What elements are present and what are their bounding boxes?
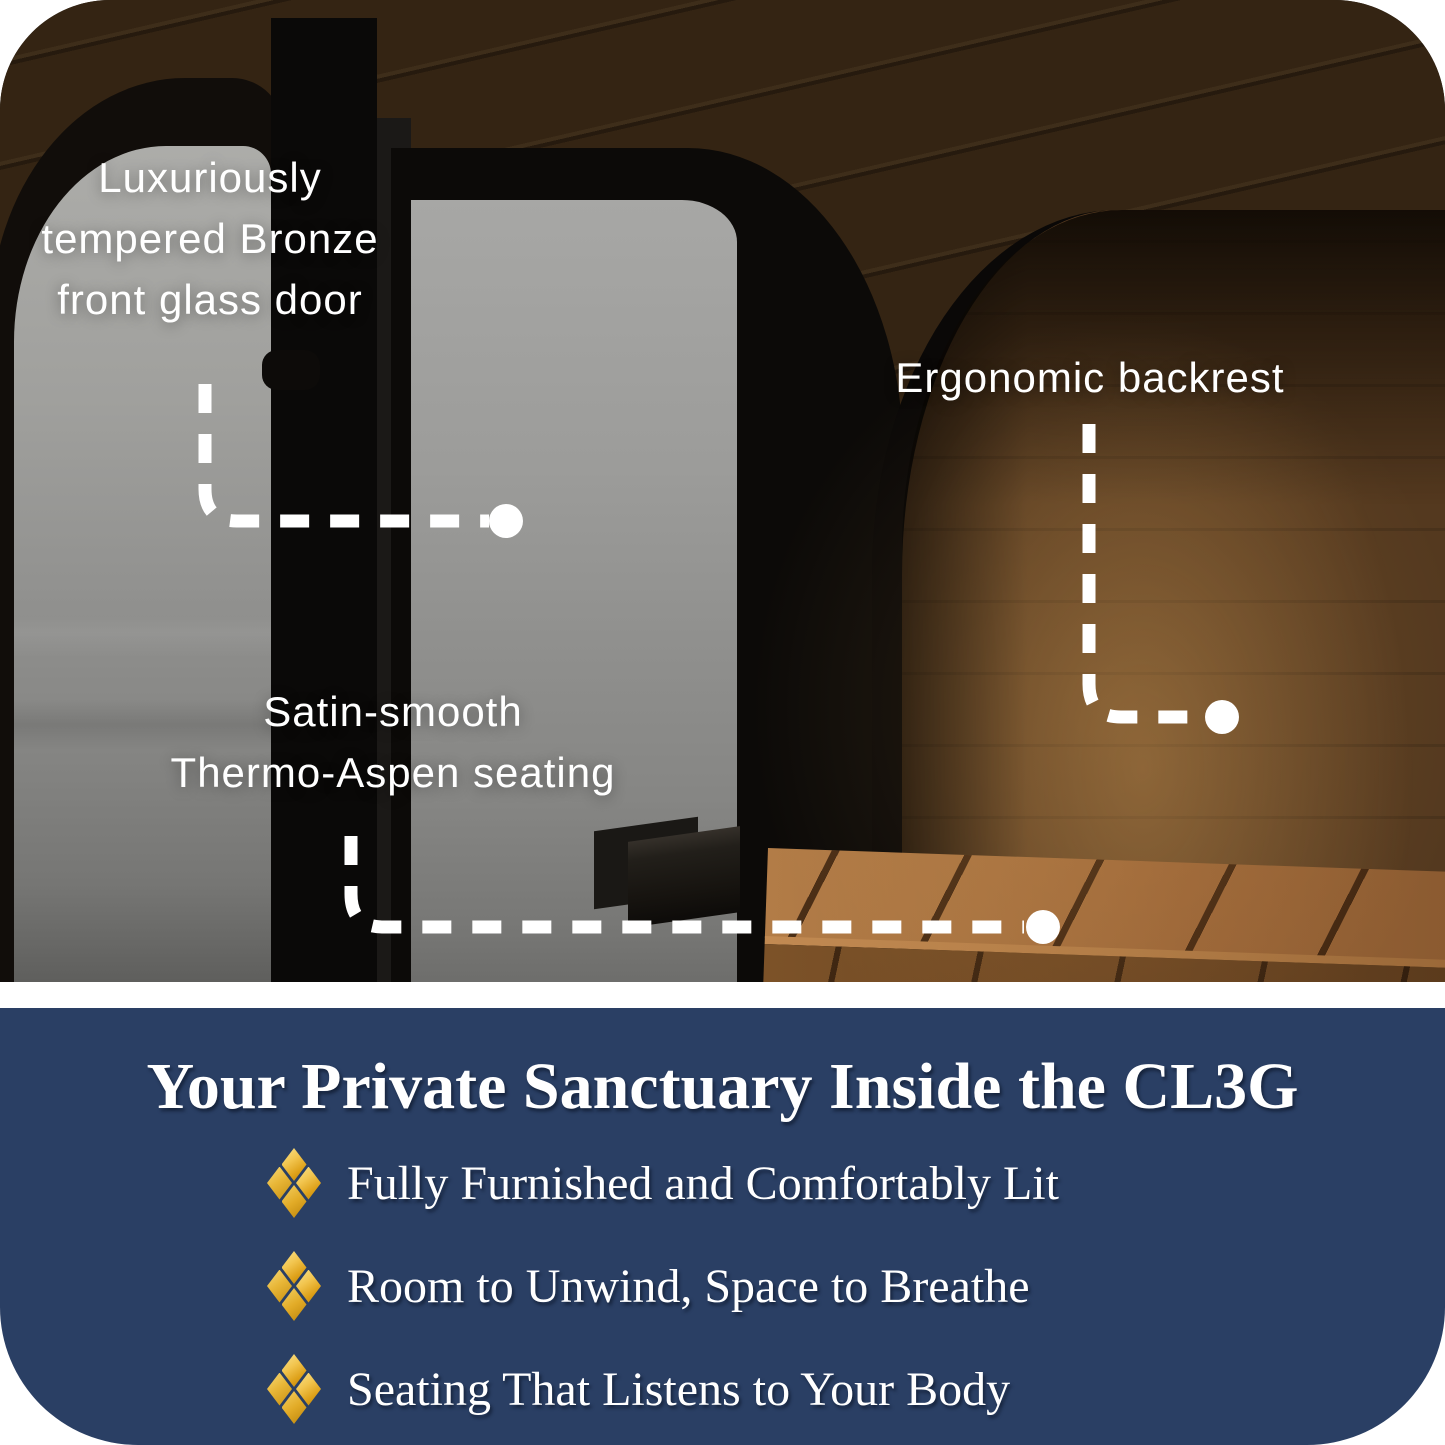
panel-title: Your Private Sanctuary Inside the CL3G bbox=[146, 1050, 1299, 1123]
seating-callout-label-line2: Thermo-Aspen seating bbox=[170, 749, 616, 796]
feature-list: Fully Furnished and Comfortably Lit Room… bbox=[0, 1148, 1445, 1424]
backrest-callout-label-text: Ergonomic backrest bbox=[895, 354, 1285, 401]
seating-callout-label: Satin-smooth Thermo-Aspen seating bbox=[93, 681, 693, 803]
wood-wall bbox=[872, 210, 1445, 982]
feature-item-label: Room to Unwind, Space to Breathe bbox=[347, 1259, 1030, 1313]
door-callout-dot bbox=[489, 504, 523, 538]
arched-window-glass bbox=[14, 146, 271, 982]
door-callout-label-line2: tempered Bronze bbox=[41, 215, 379, 262]
sauna-interior-photo: Luxuriously tempered Bronze front glass … bbox=[0, 0, 1445, 982]
backrest-callout-label: Ergonomic backrest bbox=[795, 347, 1385, 408]
gold-diamonds-icon bbox=[267, 1354, 321, 1424]
door-callout-line bbox=[198, 384, 489, 528]
door-callout-label-line1: Luxuriously bbox=[98, 154, 322, 201]
door-mullion bbox=[271, 18, 377, 982]
seating-callout-line bbox=[344, 836, 1024, 934]
seating-callout-label-line1: Satin-smooth bbox=[263, 688, 523, 735]
callout-connector-lines bbox=[198, 384, 1239, 944]
backrest-callout-dot bbox=[1205, 700, 1239, 734]
gold-diamonds-icon bbox=[267, 1148, 321, 1218]
feature-item: Room to Unwind, Space to Breathe bbox=[267, 1251, 1445, 1321]
feature-item: Fully Furnished and Comfortably Lit bbox=[267, 1148, 1445, 1218]
feature-item-label: Fully Furnished and Comfortably Lit bbox=[347, 1156, 1059, 1210]
info-panel: Your Private Sanctuary Inside the CL3G F… bbox=[0, 1008, 1445, 1445]
door-hinge bbox=[262, 350, 320, 390]
feature-item-label: Seating That Listens to Your Body bbox=[347, 1362, 1011, 1416]
white-divider bbox=[0, 982, 1445, 1008]
feature-item: Seating That Listens to Your Body bbox=[267, 1354, 1445, 1424]
door-callout-label-line3: front glass door bbox=[57, 276, 363, 323]
seating-callout-dot bbox=[1026, 910, 1060, 944]
gold-diamonds-icon bbox=[267, 1251, 321, 1321]
door-callout-label: Luxuriously tempered Bronze front glass … bbox=[10, 147, 410, 330]
backrest-callout-line bbox=[1082, 424, 1204, 724]
